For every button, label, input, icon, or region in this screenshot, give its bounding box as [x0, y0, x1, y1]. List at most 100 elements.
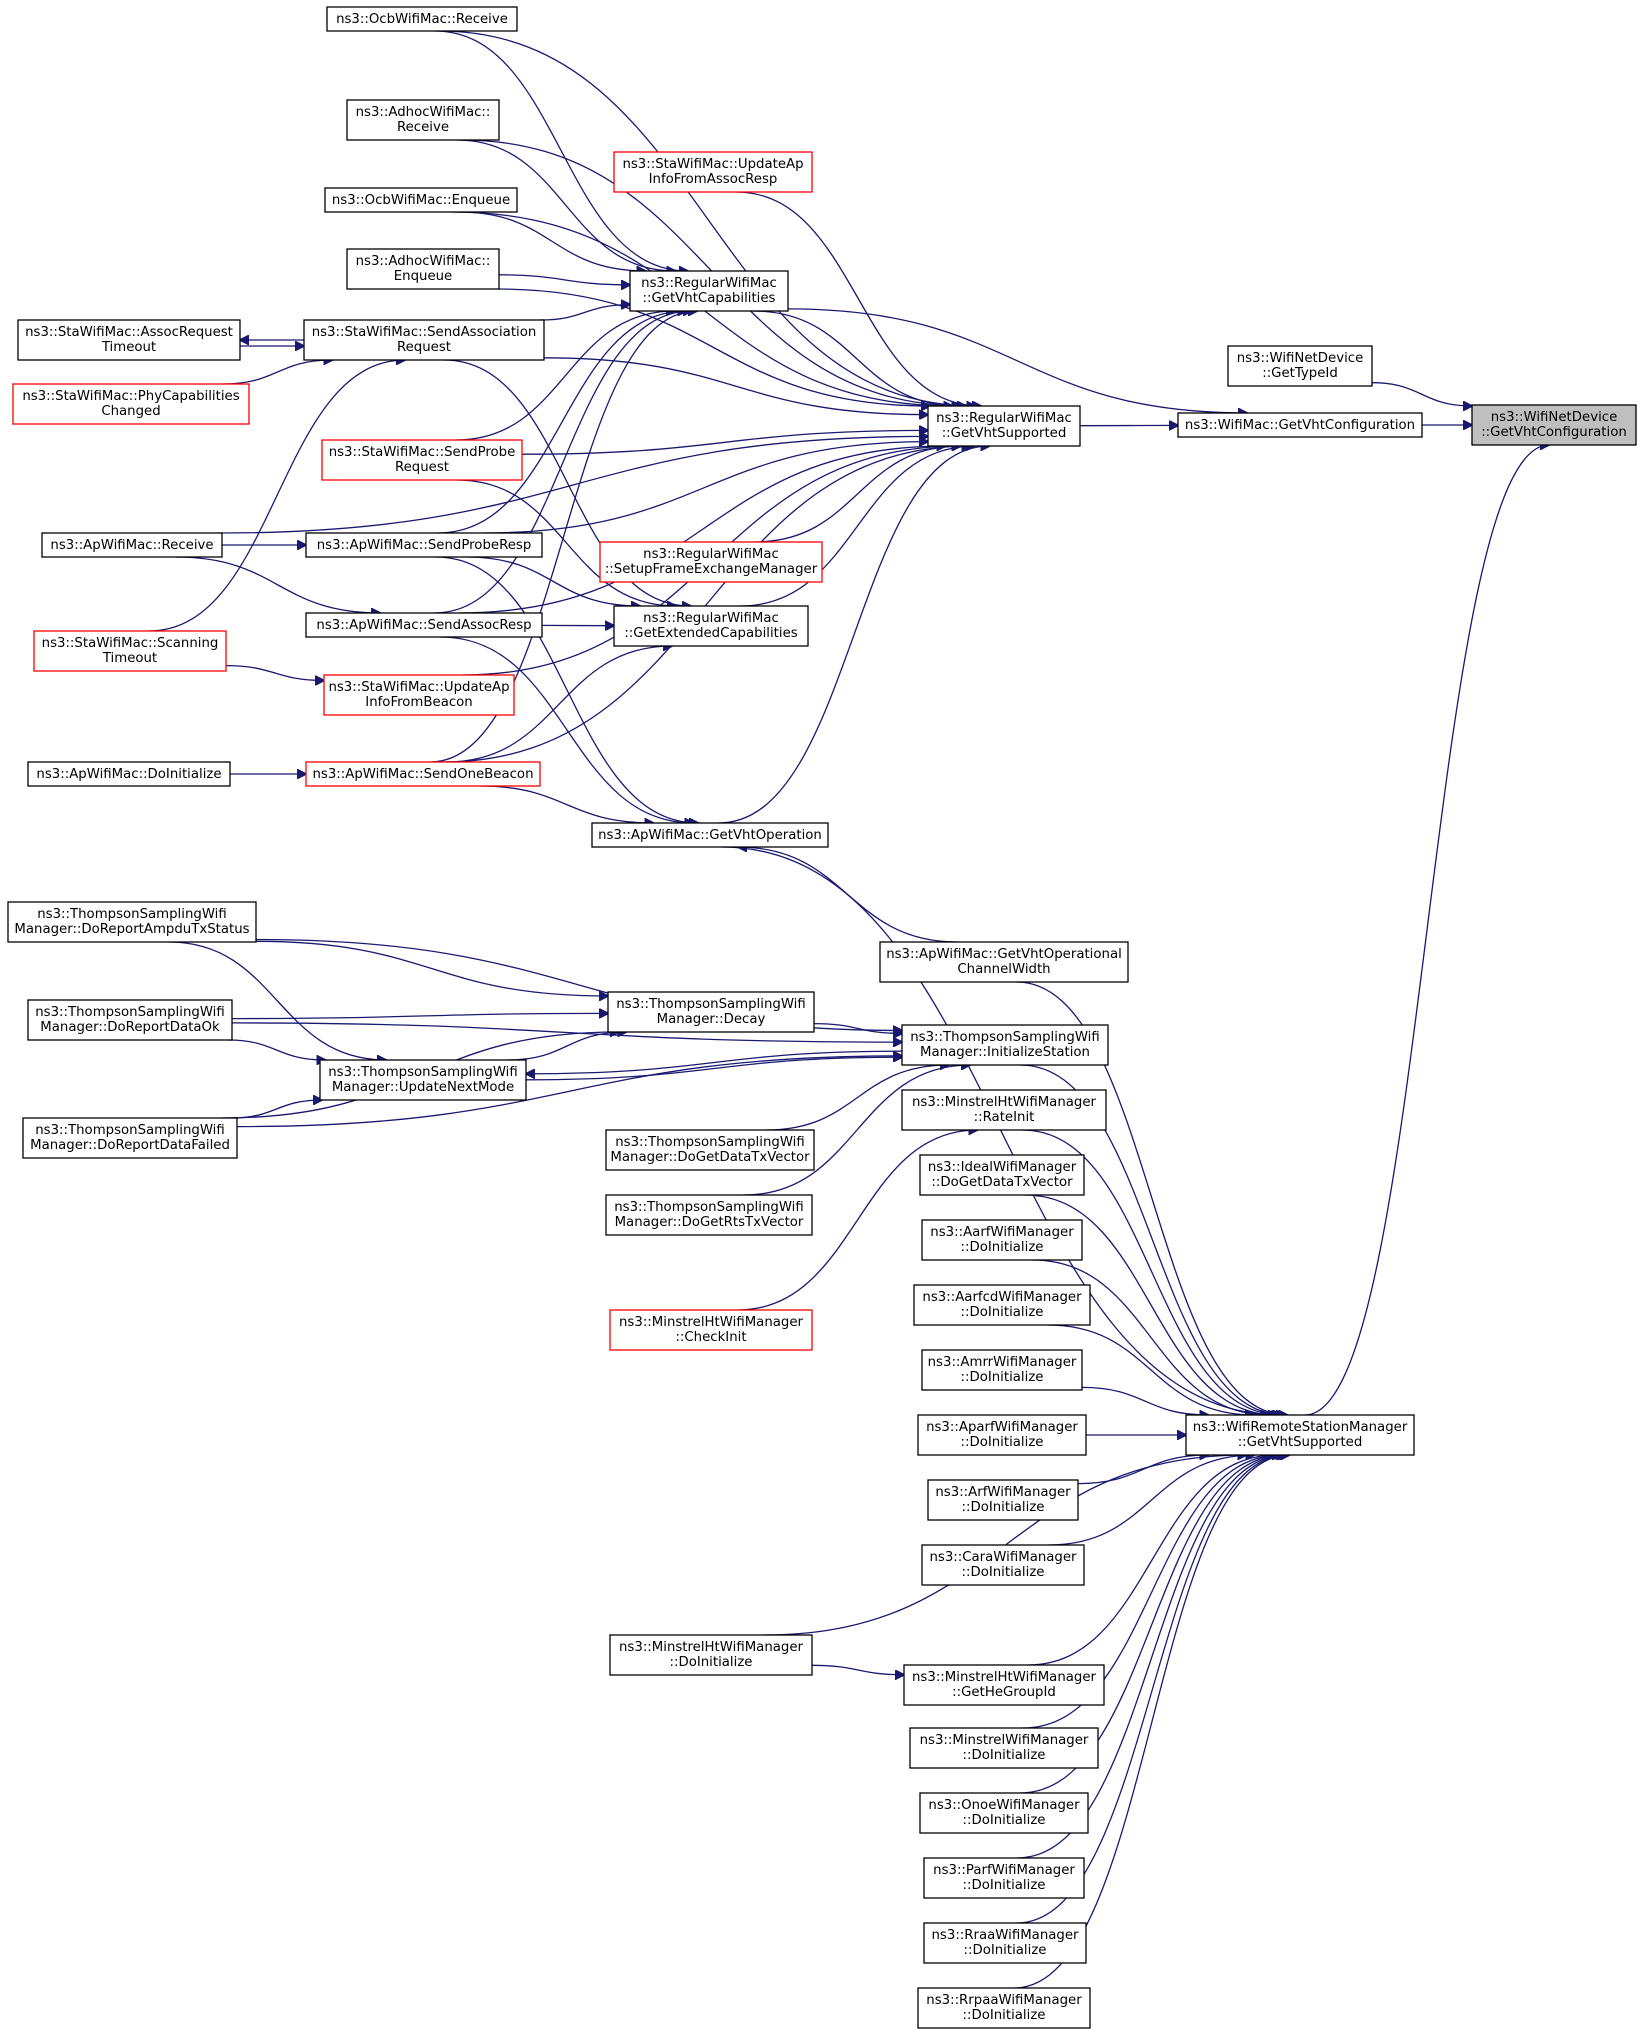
node-label-line: ns3::AarfcdWifiManager	[922, 1290, 1082, 1305]
node-label-line: ns3::StaWifiMac::UpdateAp	[622, 157, 803, 172]
node-box	[12, 383, 250, 425]
node-apwifimac-sendproberesp[interactable]: ns3::ApWifiMac::SendProbeResp	[305, 532, 543, 558]
edge-regularwifimac_setupframeexchangemanager-to-regularwifimac_getvhtsupported	[754, 446, 961, 543]
node-label-line: Timeout	[102, 651, 157, 666]
node-ocbwifimac-enqueue[interactable]: ns3::OcbWifiMac::Enqueue	[324, 187, 518, 213]
edge-ts_doreportdatafailed-to-ts_updatenextmode	[230, 1100, 322, 1119]
node-label-line: Manager::DoReportDataFailed	[30, 1138, 230, 1153]
node-wifinetdevice-gettypeid[interactable]: ns3::WifiNetDevice::GetTypeId	[1227, 345, 1373, 387]
node-onoe-doinitialize[interactable]: ns3::OnoeWifiManager::DoInitialize	[919, 1792, 1089, 1834]
node-cara-doinitialize[interactable]: ns3::CaraWifiManager::DoInitialize	[921, 1544, 1085, 1586]
node-wrsm-getvhtsupported[interactable]: ns3::WifiRemoteStationManager::GetVhtSup…	[1185, 1414, 1415, 1456]
edge-apwifimac_sendonebeacon-to-regularwifimac_getvhtsupported	[442, 446, 971, 763]
edge-apwifimac_sendproberesp-to-apwifimac_getvhtoperation	[435, 556, 698, 823]
node-ts-doreportampdutxstatus[interactable]: ns3::ThompsonSamplingWifiManager::DoRepo…	[7, 901, 257, 943]
node-box	[629, 270, 789, 312]
node-box	[919, 1154, 1085, 1196]
node-box	[609, 1309, 813, 1351]
node-label-line: Manager::DoGetDataTxVector	[610, 1150, 810, 1165]
edge-minstrel_doinitialize-to-wrsm_getvhtsupported	[1022, 1455, 1281, 1729]
node-regularwifimac-getvhtcapabilities[interactable]: ns3::RegularWifiMac::GetVhtCapabilities	[629, 270, 789, 312]
node-ts-doreportdataok[interactable]: ns3::ThompsonSamplingWifiManager::DoRepo…	[27, 999, 233, 1041]
edge-parf_doinitialize-to-wrsm_getvhtsupported	[1017, 1455, 1286, 1859]
node-ts-dogetrtstxvector[interactable]: ns3::ThompsonSamplingWifiManager::DoGetR…	[605, 1194, 813, 1236]
node-rrpaa-doinitialize[interactable]: ns3::RrpaaWifiManager::DoInitialize	[917, 1987, 1091, 2029]
edge-stawifimac_updateapinfofromassocresp-to-regularwifimac_getvhtsupported	[735, 191, 981, 406]
edge-regularwifimac_getvhtcapabilities-to-wifimac_getvhtconfiguration	[787, 308, 1247, 413]
edge-ocbwifimac_enqueue-to-regularwifimac_getvhtcapabilities	[458, 211, 646, 271]
node-label-line: ns3::WifiNetDevice	[1491, 410, 1618, 425]
edge-apwifimac_sendonebeacon-to-regularwifimac_getextendedcapabilities	[446, 646, 672, 763]
node-rraa-doinitialize[interactable]: ns3::RraaWifiManager::DoInitialize	[923, 1922, 1087, 1964]
node-box	[324, 187, 518, 213]
node-label-line: ::DoInitialize	[961, 1435, 1044, 1450]
node-label-line: ns3::ApWifiMac::GetVhtOperation	[598, 828, 822, 843]
edge-wifinetdevice_gettypeid-to-root	[1371, 382, 1472, 406]
node-apwifimac-getvhtoperationalchannelwidth[interactable]: ns3::ApWifiMac::GetVhtOperationalChannel…	[879, 941, 1129, 983]
edge-stawifimac_sendassociationrequest-to-regularwifimac_getextendedcapabilities	[444, 359, 691, 606]
node-apwifimac-receive[interactable]: ns3::ApWifiMac::Receive	[41, 532, 223, 558]
node-regularwifimac-setupframeexchangemanager[interactable]: ns3::RegularWifiMac::SetupFrameExchangeM…	[599, 541, 823, 583]
node-arf-doinitialize[interactable]: ns3::ArfWifiManager::DoInitialize	[927, 1479, 1079, 1521]
node-adhocwifimac-enqueue[interactable]: ns3::AdhocWifiMac::Enqueue	[346, 248, 500, 290]
node-label-line: ::DoGetDataTxVector	[931, 1175, 1073, 1190]
node-regularwifimac-getvhtsupported[interactable]: ns3::RegularWifiMac::GetVhtSupported	[927, 405, 1081, 447]
node-ts-updatenextmode[interactable]: ns3::ThompsonSamplingWifiManager::Update…	[319, 1059, 527, 1101]
node-apwifimac-sendassocresp[interactable]: ns3::ApWifiMac::SendAssocResp	[305, 612, 543, 638]
node-regularwifimac-getextendedcapabilities[interactable]: ns3::RegularWifiMac::GetExtendedCapabili…	[613, 605, 809, 647]
node-ts-doreportdatafailed[interactable]: ns3::ThompsonSamplingWifiManager::DoRepo…	[22, 1117, 238, 1159]
node-ocbwifimac-receive[interactable]: ns3::OcbWifiMac::Receive	[326, 6, 518, 32]
node-minstrelht-checkinit[interactable]: ns3::MinstrelHtWifiManager::CheckInit	[609, 1309, 813, 1351]
node-box	[927, 1479, 1079, 1521]
node-label-line: ::DoInitialize	[963, 1813, 1046, 1828]
node-ts-dogetdatatxvector[interactable]: ns3::ThompsonSamplingWifiManager::DoGetD…	[605, 1129, 815, 1171]
edge-ts_doreportdataok-to-ts_updatenextmode	[227, 1039, 326, 1060]
node-label-line: Request	[397, 340, 451, 355]
node-minstrelht-doinitialize[interactable]: ns3::MinstrelHtWifiManager::DoInitialize	[609, 1634, 813, 1676]
node-stawifimac-updateapinfofromassocresp[interactable]: ns3::StaWifiMac::UpdateApInfoFromAssocRe…	[613, 151, 813, 193]
node-minstrel-doinitialize[interactable]: ns3::MinstrelWifiManager::DoInitialize	[909, 1727, 1099, 1769]
node-label-line: ns3::ApWifiMac::SendAssocResp	[316, 618, 531, 633]
node-label-line: ns3::StaWifiMac::Scanning	[42, 636, 219, 651]
node-label-line: ::GetVhtConfiguration	[1481, 425, 1627, 440]
edge-apwifimac_getvhtoperation-to-wrsm_getvhtsupported	[721, 846, 1281, 1415]
node-label-line: ns3::WifiNetDevice	[1237, 351, 1364, 366]
node-box	[903, 1664, 1105, 1706]
node-apwifimac-doinitialize[interactable]: ns3::ApWifiMac::DoInitialize	[27, 761, 231, 787]
node-box	[305, 612, 543, 638]
node-label-line: ::DoInitialize	[961, 1370, 1044, 1385]
node-ideal-dogetdatatxvector[interactable]: ns3::IdealWifiManager::DoGetDataTxVector	[919, 1154, 1085, 1196]
node-label-line: Changed	[101, 404, 160, 419]
node-label-line: ns3::AarfWifiManager	[930, 1225, 1074, 1240]
node-box	[1177, 412, 1423, 438]
edge-minstrelht_gethegroupid-to-wrsm_getvhtsupported	[1027, 1455, 1277, 1666]
node-amrr-doinitialize[interactable]: ns3::AmrrWifiManager::DoInitialize	[921, 1349, 1083, 1391]
node-apwifimac-getvhtoperation[interactable]: ns3::ApWifiMac::GetVhtOperation	[591, 822, 829, 848]
node-minstrelht-rateinit[interactable]: ns3::MinstrelHtWifiManager::RateInit	[901, 1089, 1107, 1131]
node-adhocwifimac-receive[interactable]: ns3::AdhocWifiMac::Receive	[346, 99, 500, 141]
node-aarfcd-doinitialize[interactable]: ns3::AarfcdWifiManager::DoInitialize	[913, 1284, 1091, 1326]
edge-apwifimac_sendproberesp-to-regularwifimac_getvhtsupported	[482, 442, 929, 534]
node-label-line: Manager::InitializeStation	[920, 1045, 1090, 1060]
node-box	[7, 901, 257, 943]
node-label-line: InfoFromBeacon	[365, 695, 472, 710]
node-parf-doinitialize[interactable]: ns3::ParfWifiManager::DoInitialize	[923, 1857, 1085, 1899]
node-aparf-doinitialize[interactable]: ns3::AparfWifiManager::DoInitialize	[917, 1414, 1087, 1456]
node-label-line: ns3::MinstrelWifiManager	[920, 1733, 1089, 1748]
node-aarf-doinitialize[interactable]: ns3::AarfWifiManager::DoInitialize	[921, 1219, 1083, 1261]
edge-ts_decay-to-ts_initializestation	[813, 1022, 902, 1034]
node-wifimac-getvhtconfiguration[interactable]: ns3::WifiMac::GetVhtConfiguration	[1177, 412, 1423, 438]
node-minstrelht-gethegroupid[interactable]: ns3::MinstrelHtWifiManager::GetHeGroupId	[903, 1664, 1105, 1706]
node-apwifimac-sendonebeacon[interactable]: ns3::ApWifiMac::SendOneBeacon	[305, 761, 541, 787]
node-root[interactable]: ns3::WifiNetDevice::GetVhtConfiguration	[1471, 404, 1637, 446]
node-ts-initializestation[interactable]: ns3::ThompsonSamplingWifiManager::Initia…	[901, 1024, 1109, 1066]
node-label-line: Manager::DoGetRtsTxVector	[615, 1215, 804, 1230]
node-box	[33, 630, 227, 672]
